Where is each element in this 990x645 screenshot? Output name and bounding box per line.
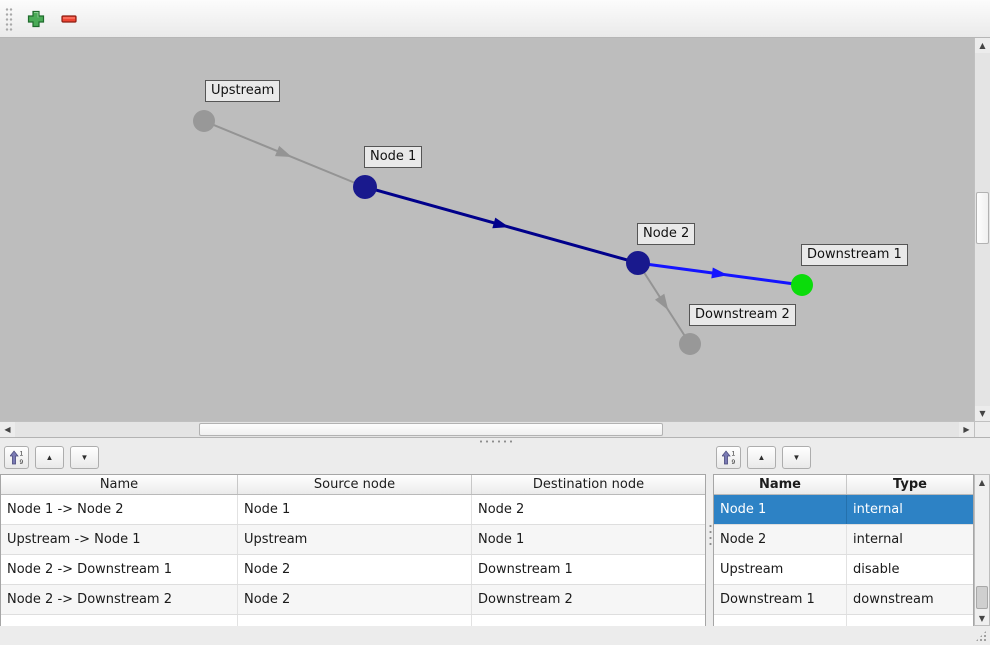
column-header-name[interactable]: Name (1, 475, 238, 494)
graph-node-downstream1[interactable] (791, 274, 813, 296)
table-row[interactable]: Upstream disable (714, 555, 973, 585)
sort-button[interactable]: 1 9 (716, 446, 741, 469)
node-label-upstream[interactable]: Upstream (205, 80, 281, 102)
graph-node-node1[interactable] (353, 175, 377, 199)
cell-type[interactable]: internal (853, 502, 903, 517)
cell-destination[interactable]: Downstream 2 (478, 592, 573, 607)
node-label-downstream1[interactable]: Downstream 1 (801, 244, 908, 266)
scroll-left-button[interactable]: ◀ (0, 422, 15, 437)
node-label-node2[interactable]: Node 2 (637, 223, 696, 245)
column-header-source-node[interactable]: Source node (238, 475, 472, 494)
main-toolbar (0, 0, 990, 38)
scroll-down-button[interactable]: ▼ (975, 611, 989, 625)
edges-table-header: Name Source node Destination node (1, 475, 705, 495)
vertical-splitter[interactable] (709, 523, 712, 549)
graph-node-downstream2[interactable] (679, 333, 701, 355)
up-arrow-icon: ▲ (757, 453, 766, 462)
node-label-node1[interactable]: Node 1 (364, 146, 423, 168)
toolbar-grip[interactable] (5, 6, 13, 31)
cell-type[interactable]: downstream (853, 592, 934, 607)
up-arrow-icon: ▲ (45, 453, 54, 462)
cell-name[interactable]: Node 1 (714, 495, 847, 524)
scroll-up-button[interactable]: ▲ (975, 38, 990, 53)
sort-ascending-icon: 1 9 (9, 450, 23, 465)
cell-name[interactable]: Upstream (714, 555, 847, 584)
scroll-up-button[interactable]: ▲ (975, 475, 989, 489)
cell-name[interactable]: Downstream 1 (714, 585, 847, 614)
graph-canvas[interactable]: Upstream Node 1 Node 2 Downstream 1 Down… (0, 38, 974, 421)
svg-text:9: 9 (731, 459, 735, 465)
column-header-type[interactable]: Type (893, 477, 927, 492)
cell-source[interactable]: Node 2 (238, 555, 472, 584)
cell-type[interactable]: internal (853, 532, 903, 547)
minus-icon (61, 14, 77, 23)
move-up-button[interactable]: ▲ (747, 446, 776, 469)
table-row[interactable]: Node 1 -> Node 2 Node 1 Node 2 (1, 495, 705, 525)
move-up-button[interactable]: ▲ (35, 446, 64, 469)
svg-text:1: 1 (731, 451, 735, 458)
horizontal-splitter[interactable] (0, 437, 990, 444)
cell-name[interactable]: Node 2 (714, 525, 847, 554)
down-arrow-icon: ▼ (80, 453, 89, 462)
canvas-hscrollbar[interactable]: ◀ ▶ (0, 421, 974, 437)
table-row[interactable]: Node 2 -> Downstream 2 Node 2 Downstream… (1, 585, 705, 615)
nodes-table-header: Name Type (714, 475, 973, 495)
cell-name[interactable]: Node 2 -> Downstream 2 (1, 585, 238, 614)
cell-destination[interactable]: Node 2 (478, 502, 525, 517)
plus-icon (27, 10, 45, 27)
nodes-panel-toolbar: 1 9 ▲ ▼ (716, 446, 811, 469)
move-down-button[interactable]: ▼ (782, 446, 811, 469)
svg-text:9: 9 (19, 459, 23, 465)
column-header-destination-node[interactable]: Destination node (532, 477, 645, 492)
edge-arrow-icon (492, 217, 510, 229)
svg-text:1: 1 (19, 451, 23, 458)
table-row[interactable]: Node 2 -> Downstream 1 Node 2 Downstream… (1, 555, 705, 585)
hscroll-thumb[interactable] (199, 423, 663, 436)
splitter-handle-icon (478, 439, 512, 443)
vscroll-thumb[interactable] (976, 586, 988, 609)
nodes-table: Name Type Node 1 internal Node 2 interna… (713, 474, 974, 626)
column-header-name[interactable]: Name (714, 475, 847, 494)
cell-destination[interactable]: Node 1 (478, 532, 525, 547)
empty-row (714, 615, 973, 626)
resize-grip[interactable] (975, 630, 987, 642)
cell-source[interactable]: Node 1 (238, 495, 472, 524)
cell-name[interactable]: Node 1 -> Node 2 (1, 495, 238, 524)
empty-row (1, 615, 705, 626)
cell-type[interactable]: disable (853, 562, 900, 577)
nodes-table-vscrollbar[interactable]: ▲ ▼ (974, 474, 990, 626)
table-row[interactable]: Downstream 1 downstream (714, 585, 973, 615)
vscroll-thumb[interactable] (976, 192, 989, 244)
node-label-downstream2[interactable]: Downstream 2 (689, 304, 796, 326)
cell-source[interactable]: Node 2 (238, 585, 472, 614)
cell-destination[interactable]: Downstream 1 (478, 562, 573, 577)
graph-node-node2[interactable] (626, 251, 650, 275)
table-row[interactable]: Upstream -> Node 1 Upstream Node 1 (1, 525, 705, 555)
sort-ascending-icon: 1 9 (721, 450, 735, 465)
scrollbar-corner (974, 421, 990, 437)
sort-button[interactable]: 1 9 (4, 446, 29, 469)
graph-node-upstream[interactable] (193, 110, 215, 132)
table-row[interactable]: Node 2 internal (714, 525, 973, 555)
edge-arrow-icon (655, 293, 669, 311)
cell-name[interactable]: Node 2 -> Downstream 1 (1, 555, 238, 584)
table-row-selected[interactable]: Node 1 internal (714, 495, 973, 525)
edge-arrow-icon (275, 145, 292, 157)
canvas-vscrollbar[interactable]: ▲ ▼ (974, 38, 990, 421)
add-button[interactable] (22, 5, 50, 33)
cell-name[interactable]: Upstream -> Node 1 (1, 525, 238, 554)
graph-svg (193, 110, 813, 355)
scroll-right-button[interactable]: ▶ (959, 422, 974, 437)
edges-panel-toolbar: 1 9 ▲ ▼ (4, 446, 99, 469)
edge-arrow-icon (711, 267, 728, 279)
cell-source[interactable]: Upstream (238, 525, 472, 554)
remove-button[interactable] (55, 5, 83, 33)
scroll-down-button[interactable]: ▼ (975, 406, 990, 421)
down-arrow-icon: ▼ (792, 453, 801, 462)
move-down-button[interactable]: ▼ (70, 446, 99, 469)
edges-table: Name Source node Destination node Node 1… (0, 474, 706, 626)
status-bar (0, 627, 990, 645)
